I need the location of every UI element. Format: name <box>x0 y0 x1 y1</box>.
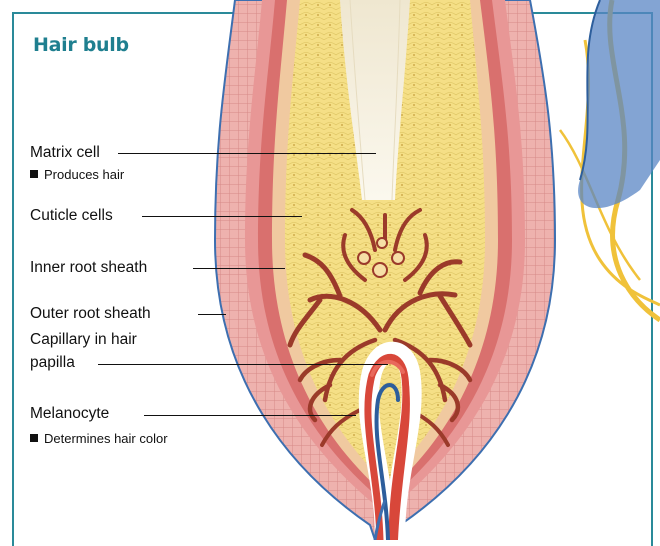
label-outer-root-sheath: Outer root sheath <box>30 304 151 324</box>
label-capillary-line1: Capillary in hair <box>30 330 137 350</box>
blue-vessel <box>578 0 660 208</box>
leader-melanocyte <box>144 415 356 416</box>
label-capillary-line2: papilla <box>30 353 75 373</box>
label-cuticle-cells: Cuticle cells <box>30 206 113 226</box>
label-matrix-cell: Matrix cell <box>30 143 100 163</box>
leader-matrix-cell <box>118 153 376 154</box>
note-matrix-cell: Produces hair <box>30 167 124 182</box>
note-melanocyte: Determines hair color <box>30 431 168 446</box>
bullet-square-icon <box>30 434 38 442</box>
leader-inner-root-sheath <box>193 268 285 269</box>
leader-capillary <box>98 364 388 365</box>
leader-cuticle-cells <box>142 216 302 217</box>
diagram-title: Hair bulb <box>33 34 129 56</box>
label-inner-root-sheath: Inner root sheath <box>30 258 147 278</box>
label-melanocyte: Melanocyte <box>30 404 109 424</box>
leader-outer-root-sheath <box>198 314 226 315</box>
bullet-square-icon <box>30 170 38 178</box>
